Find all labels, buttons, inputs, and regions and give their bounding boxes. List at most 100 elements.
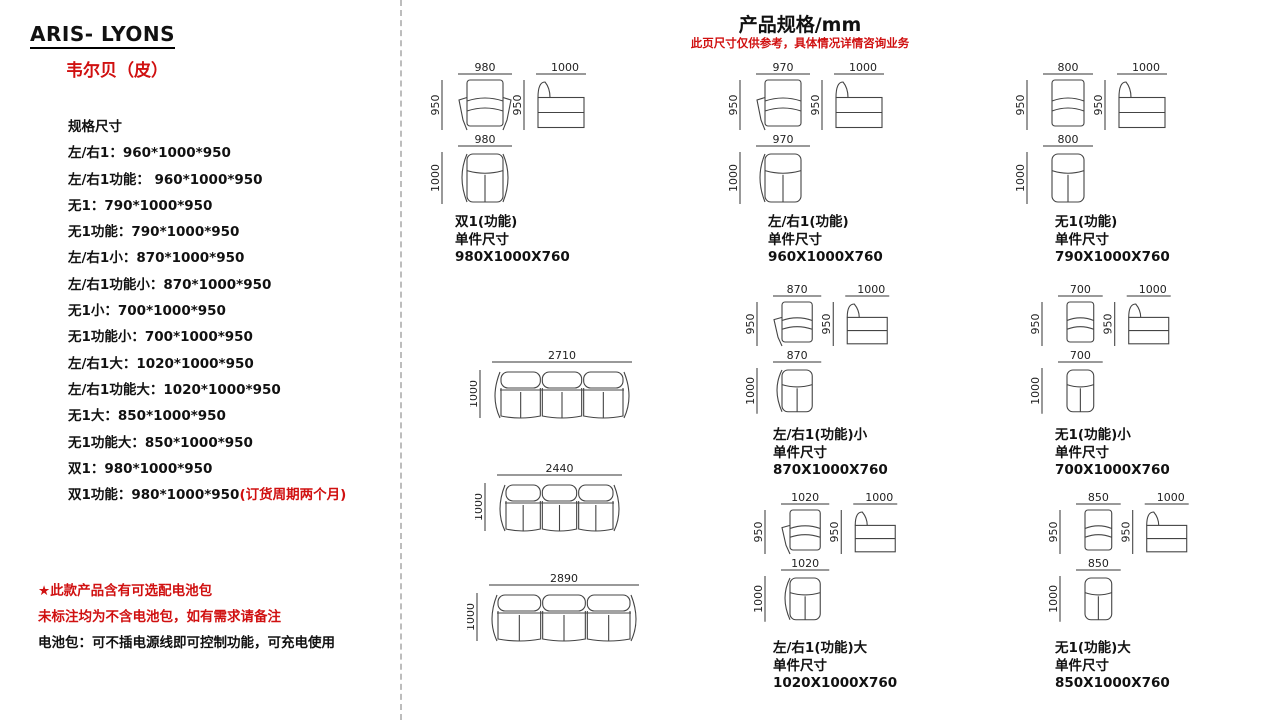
- spec-item: 左/右1小：870*1000*950: [68, 250, 245, 267]
- top-armrest-left: [461, 153, 468, 203]
- top-depth-label: 1000: [745, 377, 757, 405]
- chair-front-body: [781, 301, 813, 343]
- sofa-top-view: 2440 1000: [472, 462, 675, 557]
- spec-item: 无1功能大：850*1000*950: [68, 434, 253, 451]
- sofa-armrest-right: [630, 594, 637, 642]
- chair-seat-line: [789, 525, 821, 529]
- chair-seat-line: [781, 317, 813, 321]
- page-title: 产品规格/mm: [738, 14, 862, 36]
- sofa-width-label: 2710: [548, 350, 576, 362]
- sofa-armrest-right: [613, 484, 620, 532]
- spec-item: 左/右1功能大：1020*1000*950: [68, 381, 281, 398]
- sofa-back-cushion: [541, 371, 583, 389]
- side-height-label: 950: [820, 314, 833, 335]
- armrest-left: [756, 96, 766, 131]
- chair-seat-line: [466, 97, 504, 102]
- top-armrest-left: [759, 153, 766, 203]
- chair-front-body: [764, 79, 802, 127]
- side-depth-label: 1000: [1132, 61, 1160, 74]
- top-width-label: 850: [1088, 557, 1109, 570]
- front-width-label: 980: [475, 61, 496, 74]
- front-width-label: 1020: [791, 491, 819, 504]
- side-depth-label: 1000: [857, 283, 885, 296]
- top-armrest-left: [776, 369, 783, 412]
- spec-item: 左/右1：960*1000*950: [68, 145, 231, 162]
- chair-cushion-line: [764, 107, 802, 112]
- chair-front-body: [789, 509, 821, 551]
- chair-seat-line: [1066, 317, 1094, 321]
- sofa-drawing: 2440 1000: [472, 462, 622, 532]
- spec-item: 无1：790*1000*950: [68, 197, 213, 214]
- front-height-label: 950: [753, 522, 765, 543]
- chair-seat-line: [764, 97, 802, 102]
- spec-item-text: 双1功能：980*1000*950: [68, 487, 240, 504]
- armrest-right: [502, 96, 512, 131]
- top-armrest-right: [502, 153, 509, 203]
- front-height-label: 950: [745, 314, 757, 335]
- side-headrest: [1118, 81, 1132, 98]
- side-headrest: [846, 303, 860, 318]
- top-armrest-left: [784, 577, 791, 620]
- spec-item-last: 双1功能：980*1000*950(订货周期两个月): [68, 484, 346, 510]
- chair-seat-line: [1051, 97, 1085, 102]
- disclaimer: 此页尺寸仅供参考，具体情况详情咨询业务: [690, 36, 910, 50]
- caption-size-label: 单件尺寸: [773, 444, 827, 461]
- top-width-label: 970: [773, 133, 794, 146]
- front-height-label: 950: [430, 95, 442, 116]
- caption-size-label: 单件尺寸: [768, 231, 822, 248]
- side-height-label: 950: [809, 95, 822, 116]
- chair-cushion-line: [1051, 107, 1085, 112]
- order-cycle-note: (订货周期两个月): [239, 487, 347, 504]
- chair-top-body: [1066, 369, 1095, 413]
- top-depth-label: 1000: [753, 585, 765, 613]
- caption-name: 无1(功能)小: [1055, 427, 1131, 443]
- chair-cushion-line: [789, 534, 821, 538]
- caption-name: 左/右1(功能): [768, 214, 849, 230]
- front-width-label: 850: [1088, 491, 1109, 504]
- caption-name: 无1(功能): [1055, 214, 1118, 230]
- caption-size: 1020X1000X760: [773, 675, 898, 691]
- sofa-depth-label: 1000: [470, 380, 480, 408]
- brand-subtitle: 韦尔贝（皮）: [66, 61, 168, 81]
- side-height-label: 950: [511, 95, 524, 116]
- top-back-line: [1084, 592, 1112, 596]
- battery-notes: ★此款产品含有可选配电池包 未标注均为不含电池包，如有需求请备注 电池包：可不插…: [38, 580, 335, 658]
- top-back-line: [789, 592, 821, 596]
- caption-size: 850X1000X760: [1055, 675, 1170, 691]
- front-width-label: 970: [773, 61, 794, 74]
- top-back-line: [781, 384, 813, 388]
- sofa-width-label: 2440: [546, 463, 574, 475]
- caption-name: 左/右1(功能)小: [773, 427, 868, 443]
- sofa-armrest-left: [499, 484, 506, 532]
- front-height-label: 950: [1015, 95, 1027, 116]
- sofa-back-cushion: [505, 484, 541, 502]
- sofa-armrest-left: [491, 594, 498, 642]
- chair-top-body: [789, 577, 821, 621]
- caption-size: 790X1000X760: [1055, 249, 1170, 265]
- side-headrest: [537, 81, 551, 98]
- side-headrest: [1146, 511, 1160, 526]
- chair-front-body: [1084, 509, 1113, 551]
- spec-item: 无1小：700*1000*950: [68, 303, 226, 320]
- caption-name: 双1(功能): [455, 214, 518, 230]
- front-height-label: 950: [1048, 522, 1060, 543]
- front-width-label: 700: [1070, 283, 1091, 296]
- sofa-depth-label: 1000: [475, 493, 485, 521]
- sofa-back-cushion: [541, 484, 578, 502]
- side-height-label: 950: [1102, 314, 1115, 335]
- caption-name: 左/右1(功能)大: [773, 640, 868, 656]
